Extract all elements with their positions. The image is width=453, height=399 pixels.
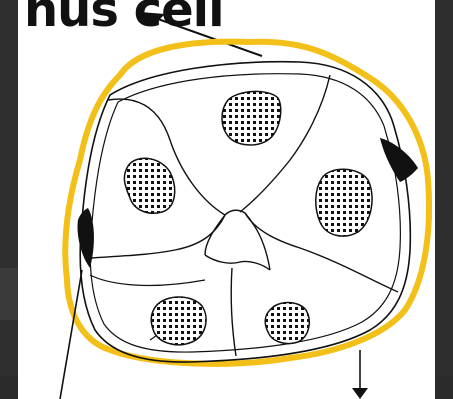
nucleus — [222, 91, 281, 145]
nucleus — [316, 169, 372, 236]
nucleus — [265, 303, 309, 344]
pointer-arrow-head — [352, 388, 368, 399]
nucleus — [124, 158, 174, 213]
title-arrow-head — [140, 12, 165, 26]
cell-division-line — [225, 210, 245, 215]
cell-division-line — [231, 268, 236, 356]
cell-division-line — [205, 255, 270, 270]
title-arrow — [158, 19, 262, 56]
nucleus — [151, 297, 206, 345]
cell-division-line — [90, 275, 205, 285]
pointer-line-left — [60, 270, 82, 399]
